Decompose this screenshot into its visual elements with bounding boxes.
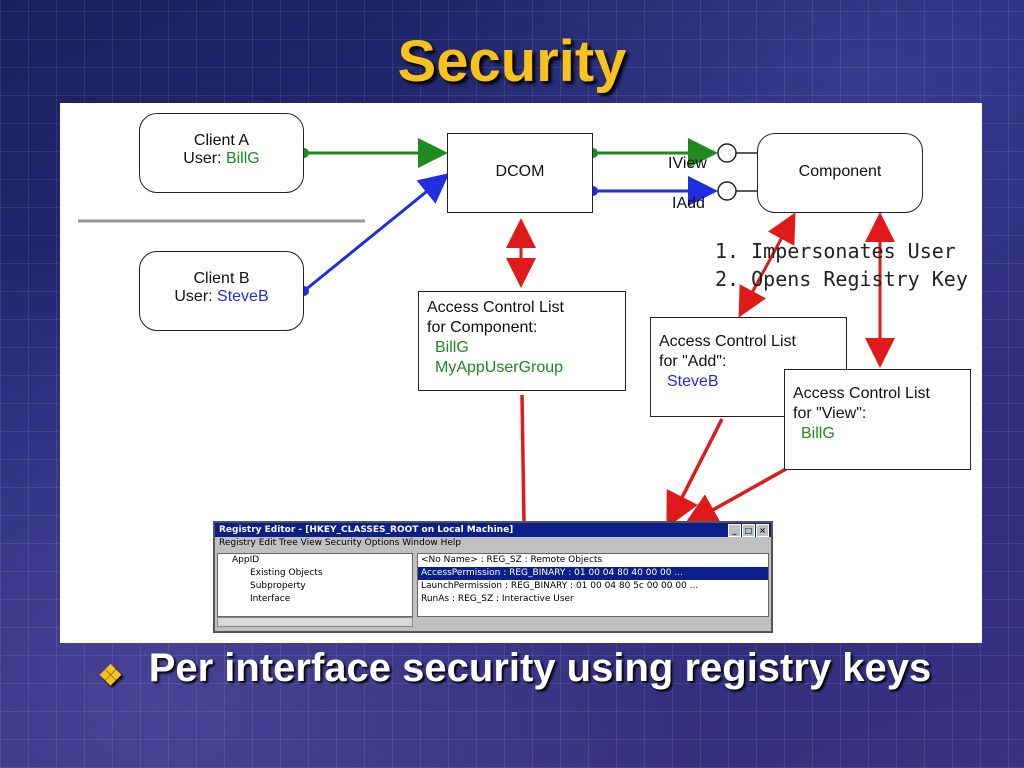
acl-component-subtitle: for Component: xyxy=(427,319,538,336)
dcom-box: DCOM xyxy=(447,133,593,213)
tree-item[interactable]: AppID xyxy=(232,555,260,565)
acl-component-title: Access Control List xyxy=(427,299,564,316)
registry-value-row[interactable]: <No Name> : REG_SZ : Remote Objects xyxy=(421,555,603,565)
acl-view-box: Access Control List for "View": BillG xyxy=(784,369,971,470)
client-b-to-dcom-arrow xyxy=(303,173,450,293)
close-icon[interactable]: × xyxy=(756,524,769,537)
component-box: Component xyxy=(757,133,923,213)
iadd-label: IAdd xyxy=(672,195,705,212)
acl-component-entry: BillG xyxy=(435,339,469,356)
step-2: 2. Opens Registry Key xyxy=(715,267,968,291)
registry-value-row-selected[interactable]: AccessPermission : REG_BINARY : 01 00 04… xyxy=(418,567,768,580)
tree-item[interactable]: Subproperty xyxy=(250,581,306,591)
minimize-icon[interactable]: _ xyxy=(728,524,741,537)
iadd-interface-icon xyxy=(717,181,737,201)
dcom-label: DCOM xyxy=(495,163,545,180)
component-label: Component xyxy=(798,163,882,180)
tree-item[interactable]: Existing Objects xyxy=(250,568,323,578)
registry-editor-menubar[interactable]: Registry Edit Tree View Security Options… xyxy=(219,538,462,548)
tree-horizontal-scrollbar[interactable] xyxy=(217,617,413,627)
slide-title: Security xyxy=(397,29,627,94)
component-acl-add-arrow xyxy=(738,212,796,318)
acl-add-entry: SteveB xyxy=(667,373,719,390)
client-b-user-label: User: xyxy=(174,288,218,305)
registry-editor-title: Registry Editor - [HKEY_CLASSES_ROOT on … xyxy=(219,525,514,535)
registry-value-row[interactable]: LaunchPermission : REG_BINARY : 01 00 04… xyxy=(421,581,699,591)
bullet-text: Per interface security using registry ke… xyxy=(148,646,932,690)
client-a-user-label: User: xyxy=(183,150,226,167)
acl-add-to-registry-arrow xyxy=(666,418,724,529)
iview-label: IView xyxy=(668,155,707,172)
iview-interface-icon xyxy=(717,143,737,163)
acl-component-box: Access Control List for Component: BillG… xyxy=(418,291,626,391)
client-a-box: Client A User: BillG xyxy=(139,113,304,193)
step-1: 1. Impersonates User xyxy=(715,239,956,263)
client-a-user: BillG xyxy=(225,150,260,167)
acl-view-subtitle: for "View": xyxy=(793,405,867,422)
registry-editor-titlebar: Registry Editor - [HKEY_CLASSES_ROOT on … xyxy=(215,523,771,537)
client-b-box: Client B User: SteveB xyxy=(139,251,304,331)
client-b-label: Client B xyxy=(193,270,250,287)
acl-view-entry: BillG xyxy=(801,425,835,442)
registry-tree-pane[interactable]: AppID Existing Objects Subproperty Inter… xyxy=(217,553,413,617)
client-b-user: SteveB xyxy=(217,288,269,305)
diagram-panel: Client A User: BillG Client B User: Stev… xyxy=(60,103,982,643)
registry-values-pane[interactable]: <No Name> : REG_SZ : Remote Objects Acce… xyxy=(417,553,769,617)
acl-view-title: Access Control List xyxy=(793,385,930,402)
acl-view-to-registry-arrow xyxy=(682,467,787,527)
bullet-diamond-icon: ❖ xyxy=(98,660,124,691)
bullet-point: ❖ Per interface security using registry … xyxy=(98,644,980,692)
registry-value-row[interactable]: RunAs : REG_SZ : Interactive User xyxy=(421,594,574,604)
maximize-icon[interactable]: □ xyxy=(742,524,755,537)
tree-item[interactable]: Interface xyxy=(250,594,291,604)
acl-add-title: Access Control List xyxy=(659,333,796,350)
acl-add-subtitle: for "Add": xyxy=(659,353,727,370)
acl-component-entry: MyAppUserGroup xyxy=(435,359,564,376)
client-a-label: Client A xyxy=(193,132,250,149)
registry-editor-window: Registry Editor - [HKEY_CLASSES_ROOT on … xyxy=(213,521,773,633)
